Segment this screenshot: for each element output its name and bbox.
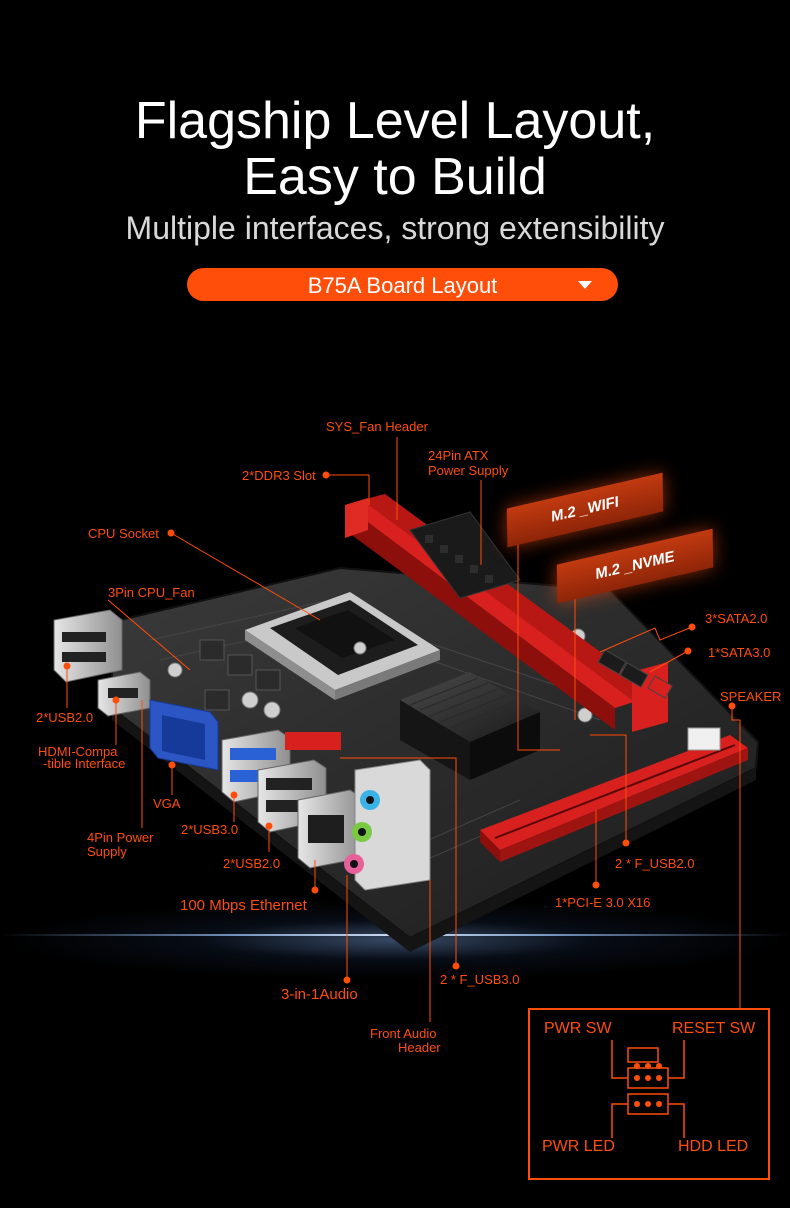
speaker-connector xyxy=(687,727,721,751)
label-f-usb2: 2 * F_USB2.0 xyxy=(615,856,695,871)
label-audio: 3-in-1Audio xyxy=(281,986,358,1003)
label-ethernet: 100 Mbps Ethernet xyxy=(180,897,307,914)
board-layout-selector[interactable]: B75A Board Layout xyxy=(187,268,618,301)
label-pwr-sw: PWR SW xyxy=(544,1020,612,1037)
label-speaker: SPEAKER xyxy=(720,689,782,704)
headline-line-1: Flagship Level Layout, xyxy=(134,92,656,150)
label-ddr3-slot: 2*DDR3 Slot xyxy=(242,468,316,483)
label-f-usb3: 2 * F_USB3.0 xyxy=(440,972,520,987)
label-hdmi-line1: HDMI-Compa xyxy=(38,744,118,759)
label-reset-sw: RESET SW xyxy=(672,1020,756,1037)
label-4pin-power-line1: 4Pin Power xyxy=(87,830,154,845)
label-usb2-rear-2: 2*USB2.0 xyxy=(223,856,281,871)
label-sys-fan-header: SYS_Fan Header xyxy=(326,419,428,434)
front-panel-header-box: PWR SW RESET SW PWR LED HDD LED xyxy=(528,1008,770,1180)
headline-line-2: Easy to Build xyxy=(243,148,547,206)
label-usb3-rear: 2*USB3.0 xyxy=(181,822,239,837)
label-pcie: 1*PCI-E 3.0 X16 xyxy=(555,895,651,910)
label-usb2-rear: 2*USB2.0 xyxy=(36,710,94,725)
label-front-audio-line2: Header xyxy=(398,1040,441,1055)
board-layout-label: B75A Board Layout xyxy=(307,273,498,298)
front-panel-pin-diagram xyxy=(611,1040,685,1138)
label-cpu-socket: CPU Socket xyxy=(88,526,159,541)
vrm-chokes xyxy=(199,639,281,711)
label-hdd-led: HDD LED xyxy=(678,1138,749,1155)
pcie-slot xyxy=(480,735,748,862)
label-sata3: 1*SATA3.0 xyxy=(708,645,771,660)
rear-io xyxy=(53,609,431,891)
label-front-audio-line1: Front Audio xyxy=(370,1026,437,1041)
label-sata2: 3*SATA2.0 xyxy=(705,611,768,626)
label-hdmi-line2: -tible Interface xyxy=(43,756,126,771)
chipset-heatsink xyxy=(400,672,540,780)
subtitle: Multiple interfaces, strong extensibilit… xyxy=(125,210,665,246)
label-atx-power-line1: 24Pin ATX xyxy=(428,448,489,463)
label-atx-power-line2: Power Supply xyxy=(428,463,509,478)
label-4pin-power-line2: Supply xyxy=(87,844,127,859)
label-cpu-fan: 3Pin CPU_Fan xyxy=(108,585,195,600)
sata-ports xyxy=(597,649,673,699)
label-pwr-led: PWR LED xyxy=(542,1138,615,1155)
caret-down-icon xyxy=(578,281,592,289)
label-vga: VGA xyxy=(153,796,181,811)
cpu-socket-shape xyxy=(245,592,440,700)
callout-lines xyxy=(63,437,741,1022)
atx-connector xyxy=(409,511,521,599)
